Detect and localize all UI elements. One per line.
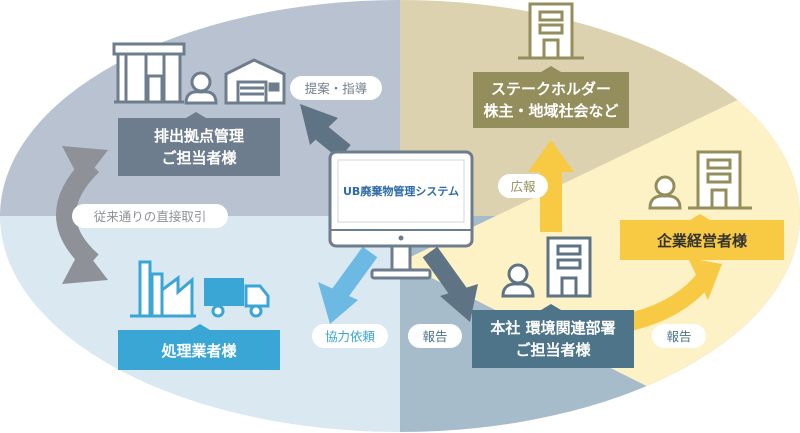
monitor-label: UB廃棄物管理システム xyxy=(343,184,459,198)
factory-icon xyxy=(130,260,196,318)
stakeholder-box-line2: 株主・地域社会など xyxy=(483,102,618,120)
building-icon xyxy=(688,150,752,210)
person-icon xyxy=(648,175,682,210)
truck-icon xyxy=(204,278,270,318)
report-pill-right: 報告 xyxy=(652,324,706,348)
proposal-arrow xyxy=(300,104,351,159)
report-pill-left: 報告 xyxy=(408,324,462,348)
management-box-line1: 企業経営者様 xyxy=(656,232,748,250)
report-arrow-right xyxy=(627,258,722,331)
cooperation-arrow xyxy=(318,246,378,324)
emission-box-line2: ご担当者様 xyxy=(161,149,237,167)
processor-box: 処理業者様 xyxy=(118,324,280,370)
building-icon xyxy=(546,236,592,298)
person-icon xyxy=(501,263,535,298)
cooperation-pill-label: 協力依頼 xyxy=(325,329,376,344)
stakeholder-box: ステークホルダー 株主・地域社会など xyxy=(473,66,629,128)
monitor-icon: UB廃棄物管理システム xyxy=(328,150,474,280)
shop-icon xyxy=(112,42,186,104)
emission-box: 排出拠点管理 ご担当者様 xyxy=(118,112,280,176)
person-icon xyxy=(184,71,218,105)
headoffice-box: 本社 環境関連部署 ご担当者様 xyxy=(472,304,634,368)
management-box: 企業経営者様 xyxy=(620,214,784,260)
headoffice-box-line1: 本社 環境関連部署 xyxy=(490,319,615,337)
emission-box-line1: 排出拠点管理 xyxy=(154,127,244,145)
pr-pill-label: 広報 xyxy=(510,179,536,194)
cooperation-pill: 協力依頼 xyxy=(312,324,388,348)
proposal-pill: 提案・指導 xyxy=(290,76,382,100)
building-icon xyxy=(518,2,584,60)
warehouse-icon xyxy=(224,58,286,105)
processor-box-line1: 処理業者様 xyxy=(160,342,237,360)
traditional-trade-pill-label: 従来通りの直接取引 xyxy=(94,209,207,224)
traditional-trade-arrow xyxy=(56,146,108,284)
report-pill-left-label: 報告 xyxy=(422,329,447,344)
stakeholder-box-line1: ステークホルダー xyxy=(491,80,611,98)
headoffice-box-line2: ご担当者様 xyxy=(515,341,591,359)
proposal-pill-label: 提案・指導 xyxy=(305,81,368,96)
pr-pill: 広報 xyxy=(498,174,548,198)
traditional-trade-pill: 従来通りの直接取引 xyxy=(72,204,228,228)
report-arrow-left xyxy=(422,246,478,322)
report-pill-right-label: 報告 xyxy=(666,329,691,344)
